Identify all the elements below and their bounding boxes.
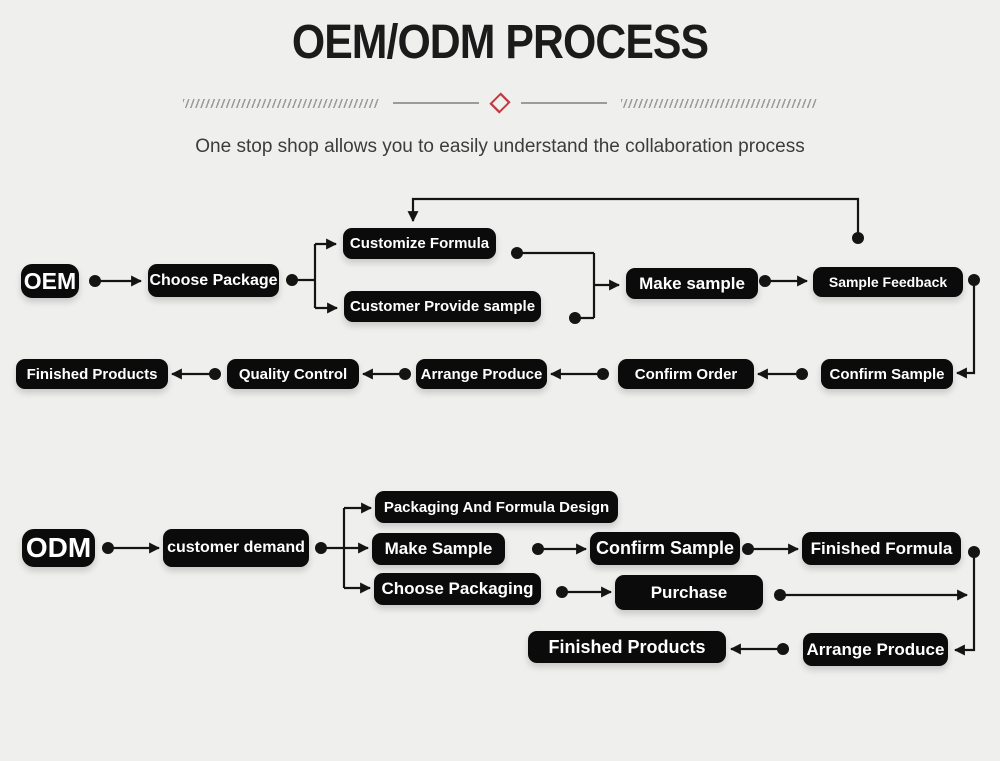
edge-make-sample-to-sample-feedback xyxy=(759,275,809,287)
edge-arrange-produce-to-quality-control xyxy=(361,368,411,380)
separator-line-left xyxy=(393,102,479,104)
page-subtitle: One stop shop allows you to easily under… xyxy=(195,136,805,157)
node-confirm-sample-oem: Confirm Sample xyxy=(821,359,953,389)
diamond-icon xyxy=(489,92,511,114)
node-customize-formula: Customize Formula xyxy=(343,228,496,259)
edge-choose-package-branch xyxy=(286,238,339,314)
node-sample-feedback: Sample Feedback xyxy=(813,267,963,297)
hatch-left-decoration xyxy=(183,98,379,108)
node-finished-products-odm: Finished Products xyxy=(528,631,726,663)
title-separator xyxy=(0,92,1000,114)
page-title: OEM/ODM PROCESS xyxy=(291,13,709,69)
edge-make-sample-to-confirm-sample-odm xyxy=(532,543,588,555)
edge-choose-packaging-to-purchase xyxy=(556,586,613,598)
edge-confirm-sample-to-finished-formula xyxy=(742,543,800,555)
edge-quality-control-to-finished-products xyxy=(170,368,221,380)
edge-confirm-order-to-arrange-produce xyxy=(549,368,609,380)
edge-arrange-produce-to-finished-products-odm xyxy=(729,643,789,655)
node-make-sample-oem: Make sample xyxy=(626,268,758,299)
node-confirm-order: Confirm Order xyxy=(618,359,754,389)
node-customer-provide-sample: Customer Provide sample xyxy=(344,291,541,322)
edge-purchase-to-join-line xyxy=(774,589,969,601)
hatch-right-decoration xyxy=(621,98,817,108)
node-oem: OEM xyxy=(21,264,79,298)
edge-oem-to-choose-package xyxy=(89,275,143,287)
node-make-sample-odm: Make Sample xyxy=(372,533,505,565)
edge-odm-to-customer-demand xyxy=(102,542,161,554)
node-customer-demand: customer demand xyxy=(163,529,309,567)
node-purchase: Purchase xyxy=(615,575,763,610)
node-packaging-and-formula-design: Packaging And Formula Design xyxy=(375,491,618,523)
node-arrange-produce-oem: Arrange Produce xyxy=(416,359,547,389)
edge-confirm-sample-to-confirm-order xyxy=(756,368,808,380)
separator-line-right xyxy=(521,102,607,104)
node-odm: ODM xyxy=(22,529,95,567)
node-quality-control: Quality Control xyxy=(227,359,359,389)
node-choose-packaging: Choose Packaging xyxy=(374,573,541,605)
edge-customer-demand-branch xyxy=(315,502,373,594)
node-finished-products-oem: Finished Products xyxy=(16,359,168,389)
node-choose-package: Choose Package xyxy=(148,264,279,297)
node-confirm-sample-odm: Confirm Sample xyxy=(590,532,740,565)
node-arrange-produce-odm: Arrange Produce xyxy=(803,633,948,666)
node-finished-formula: Finished Formula xyxy=(802,532,961,565)
